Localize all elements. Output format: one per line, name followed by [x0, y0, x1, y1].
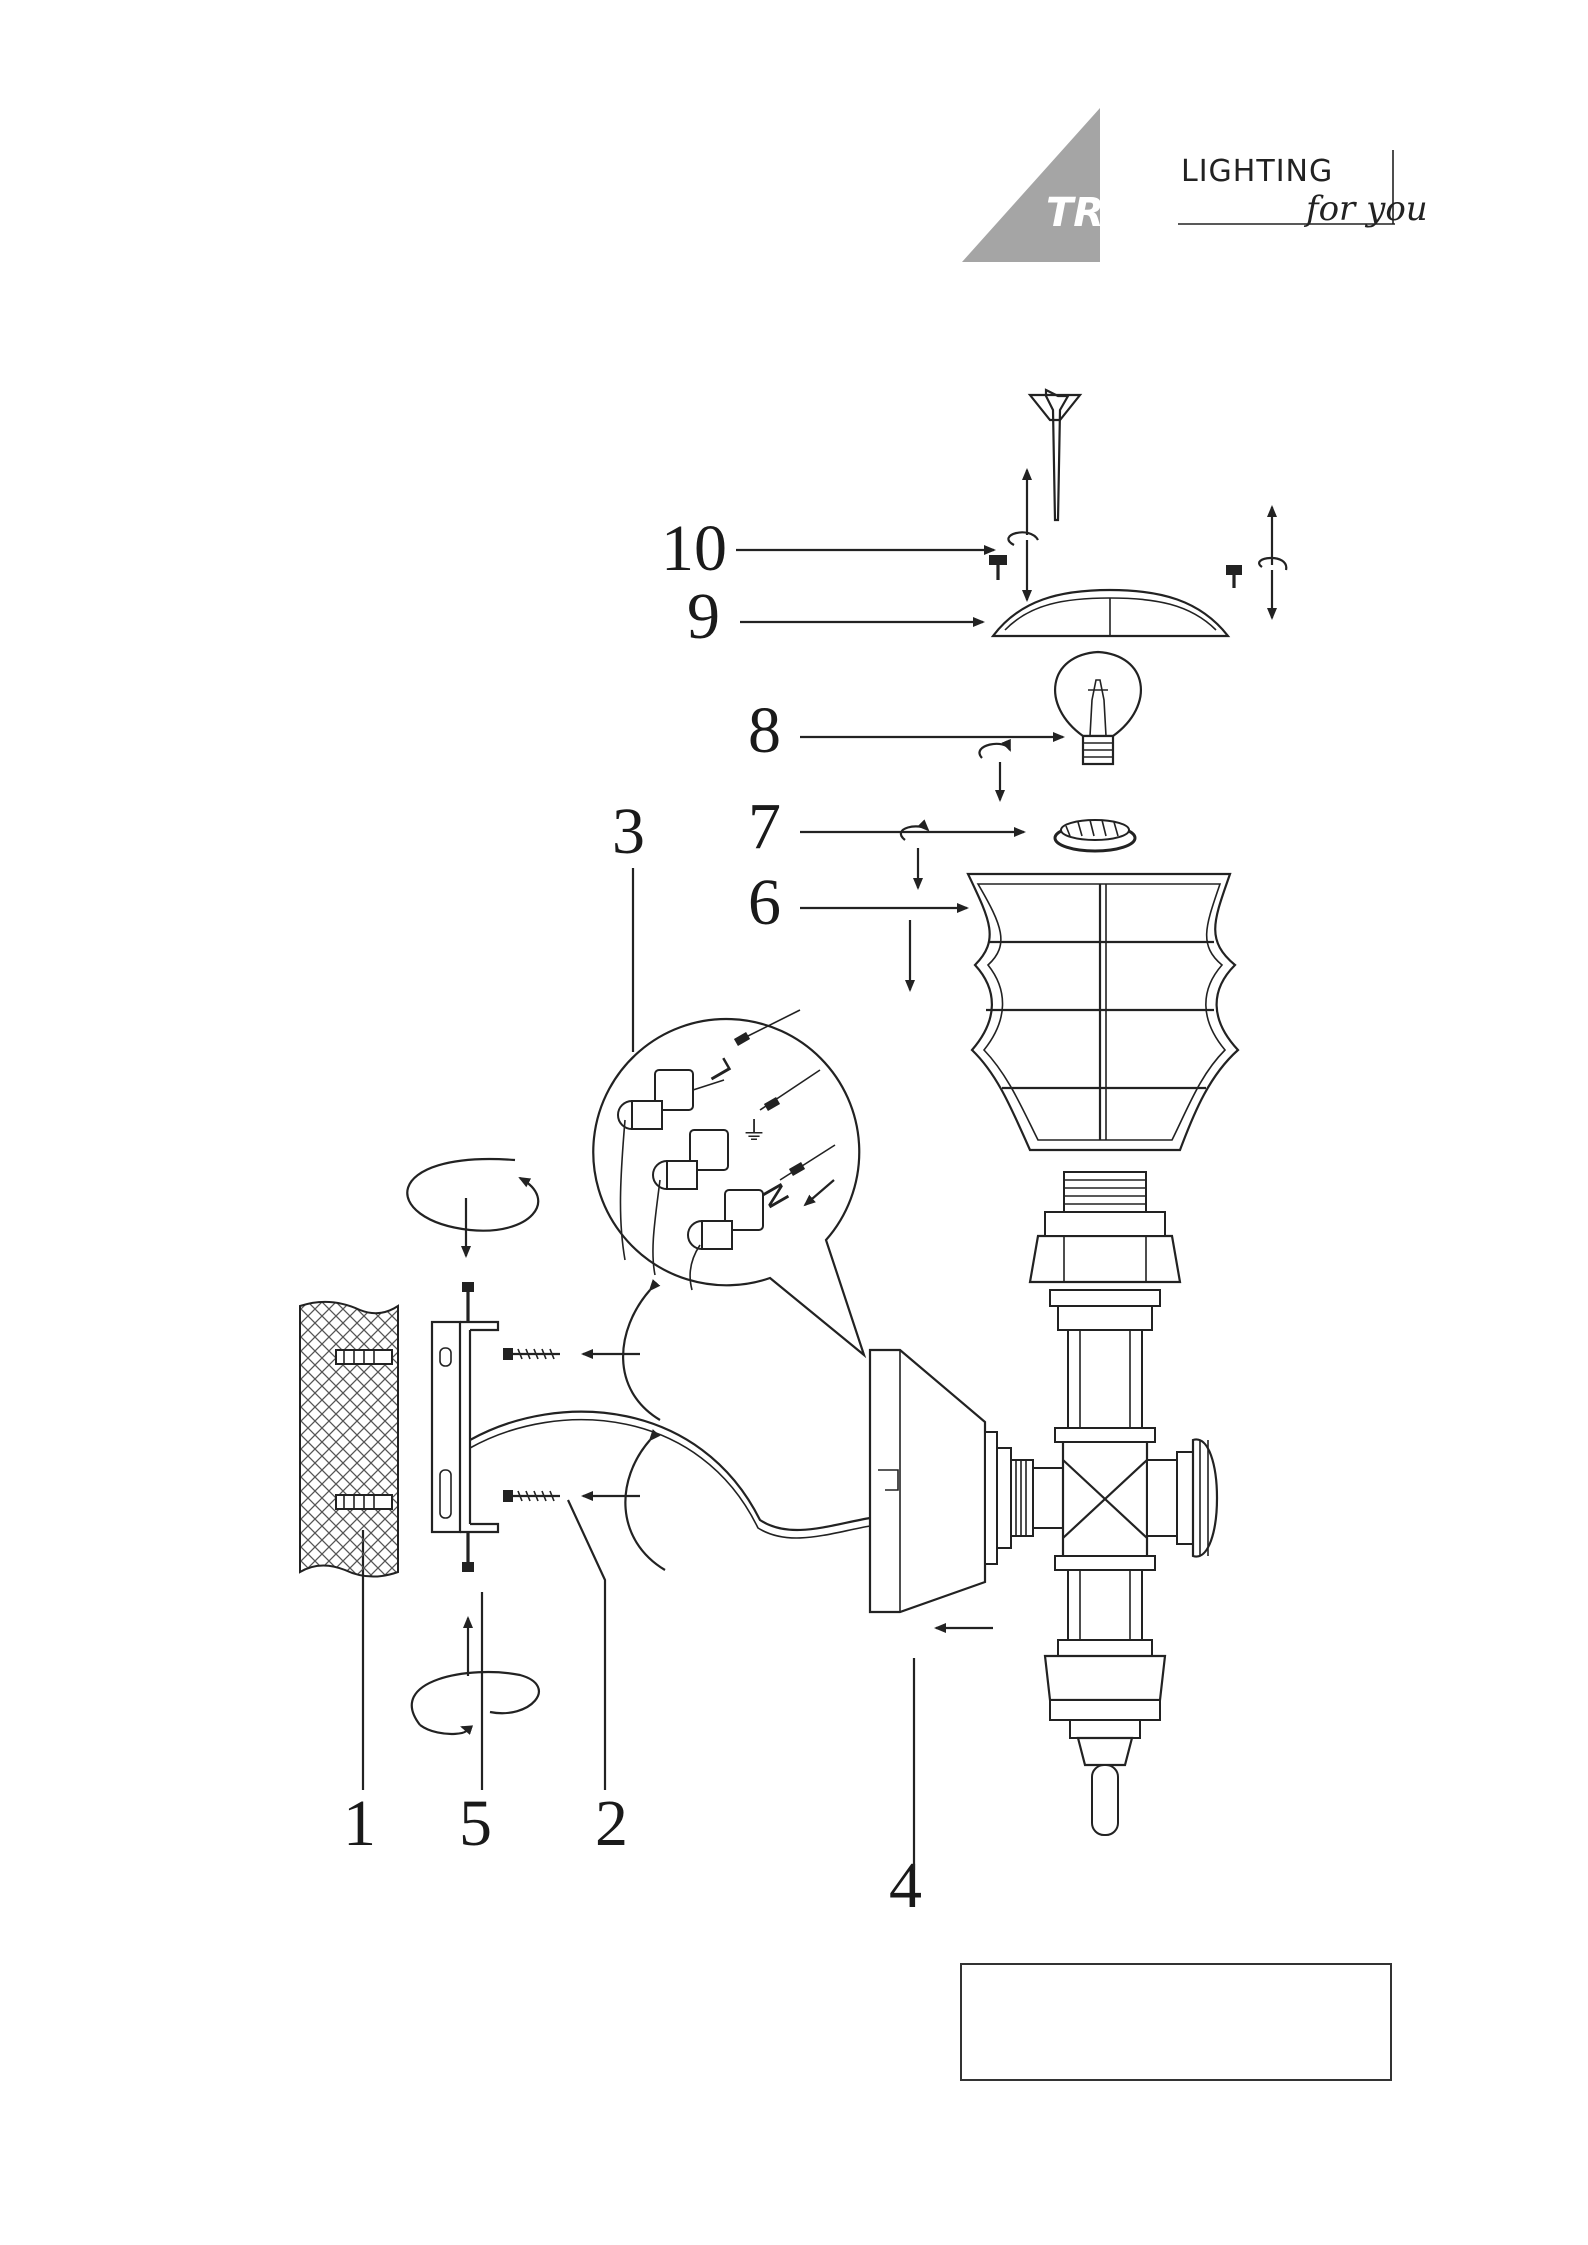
- terminal-2: [653, 1130, 728, 1189]
- wall-plug-top: [336, 1350, 392, 1364]
- callout-8: 8: [748, 694, 781, 767]
- wall-plug-bottom: [336, 1495, 392, 1509]
- mounting-bracket: [432, 1282, 498, 1572]
- wall-backplate: [870, 1350, 993, 1628]
- trio-logo: TRIO LIGHTING for you: [962, 108, 1428, 262]
- callout-1: 1: [343, 1787, 376, 1860]
- terminal-3: [688, 1190, 763, 1249]
- callout-7: 7: [748, 790, 781, 863]
- bracket-screw-top: [462, 1282, 474, 1322]
- callout-4: 4: [889, 1849, 922, 1922]
- logo-tagline: for you: [1303, 189, 1428, 229]
- callout-10: 10: [661, 512, 727, 585]
- callout-9: 9: [687, 580, 720, 653]
- callout-6: 6: [748, 866, 781, 939]
- callout-5: 5: [459, 1787, 492, 1860]
- logo-lighting: LIGHTING: [1181, 154, 1333, 189]
- pipe-body: [985, 1172, 1217, 1835]
- hanger-hook: [989, 390, 1286, 618]
- logo-brand: TRIO: [1046, 190, 1153, 236]
- callout-3: 3: [612, 795, 645, 868]
- power-cable: [470, 1412, 870, 1530]
- wall-screw-bottom: [503, 1490, 640, 1502]
- logo-triangle: [962, 108, 1100, 262]
- callout-2: 2: [595, 1787, 628, 1860]
- terminal-label-earth: ⏚: [741, 1117, 767, 1147]
- light-bulb: [980, 652, 1141, 800]
- retaining-ring: [901, 820, 1135, 888]
- bracket-screw-bottom: [462, 1532, 474, 1572]
- label-box: [960, 1963, 1392, 2081]
- glass-shade: [910, 874, 1238, 1150]
- wall-screw-top: [503, 1348, 640, 1360]
- top-hood: [993, 590, 1228, 636]
- terminal-block-detail: L ⏚ N: [593, 1010, 864, 1355]
- callout-labels: 10 9 8 3 7 6 1 5 2 4: [343, 512, 922, 1922]
- wall-section: [300, 1302, 398, 1577]
